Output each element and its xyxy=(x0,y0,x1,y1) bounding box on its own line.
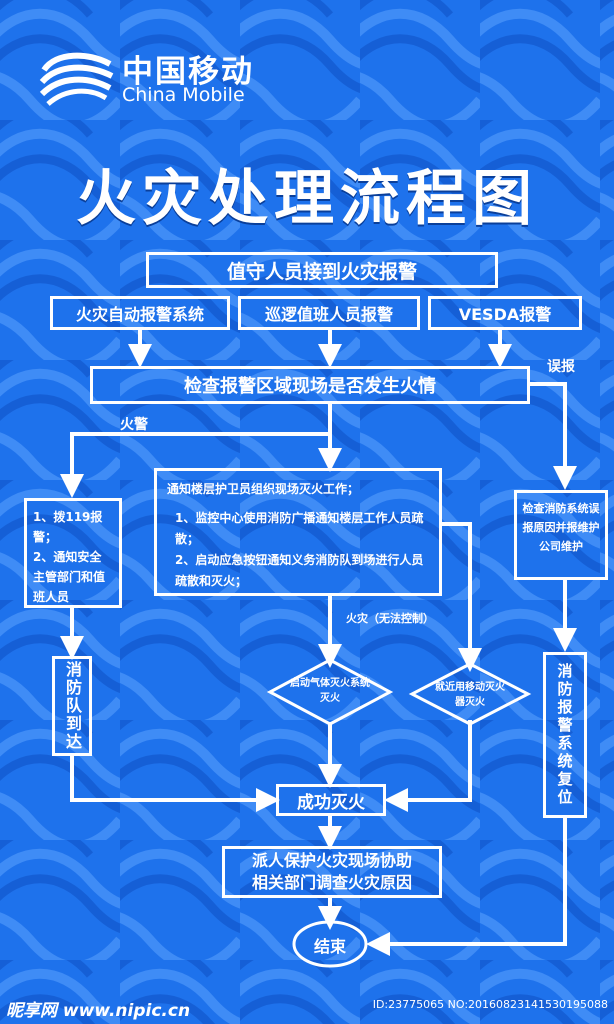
page-title: 火灾处理流程图 xyxy=(76,164,538,234)
label-false-alarm: 误报 xyxy=(547,359,575,375)
check-node: 检查报警区域现场是否发生火情 xyxy=(90,366,530,404)
center-action-item: 2、启动应急按钮通知义务消防队到场进行人员疏散和灭火； xyxy=(175,553,424,588)
footer-site: 昵享网 www.nipic.cn xyxy=(6,1001,191,1021)
right-action-box: 检查消防系统误报原因并报维护公司维护 xyxy=(514,490,608,580)
start-node: 值守人员接到火灾报警 xyxy=(146,252,498,288)
left-action-item: 1、拨119报警； xyxy=(33,510,103,544)
success-node: 成功灭火 xyxy=(276,784,386,816)
gas-system-node: 启动气体灭火系统灭火 xyxy=(290,678,370,704)
center-action-box: 通知楼层护卫员组织现场灭火工作； 1、监控中心使用消防广播通知楼层工作人员疏散；… xyxy=(154,468,442,596)
center-action-head: 通知楼层护卫员组织现场灭火工作； xyxy=(167,482,360,496)
source-vesda-alarm: VESDA报警 xyxy=(428,296,582,330)
end-node: 结束 xyxy=(313,937,346,956)
source-auto-alarm: 火灾自动报警系统 xyxy=(50,296,230,330)
footer-id: ID:23775065 NO:20160823141530195088 xyxy=(372,998,608,1011)
label-uncontrolled: 火灾（无法控制） xyxy=(346,612,434,625)
label-fire-alarm: 火警 xyxy=(120,417,148,433)
assist-line: 派人保护火灾现场协助 xyxy=(251,851,412,870)
left-action-box: 1、拨119报警； 2、通知安全主管部门和值班人员 xyxy=(24,498,122,608)
brand-name-cn: 中国移动 xyxy=(122,54,254,90)
assist-line: 相关部门调查火灾原因 xyxy=(251,873,412,892)
center-action-item: 1、监控中心使用消防广播通知楼层工作人员疏散； xyxy=(175,511,424,546)
source-patrol-alarm: 巡逻值班人员报警 xyxy=(238,296,420,330)
fire-team-node: 消防队到达 xyxy=(52,656,92,756)
left-action-item: 2、通知安全主管部门和值班人员 xyxy=(33,550,106,604)
alarm-reset-node: 消防报警系统复位 xyxy=(543,652,587,818)
china-mobile-logo-icon xyxy=(39,52,114,106)
assist-node: 派人保护火灾现场协助 相关部门调查火灾原因 xyxy=(222,846,442,898)
brand-name-en: China Mobile xyxy=(122,84,245,106)
extinguisher-node: 就近用移动灭火器灭火 xyxy=(435,682,505,708)
